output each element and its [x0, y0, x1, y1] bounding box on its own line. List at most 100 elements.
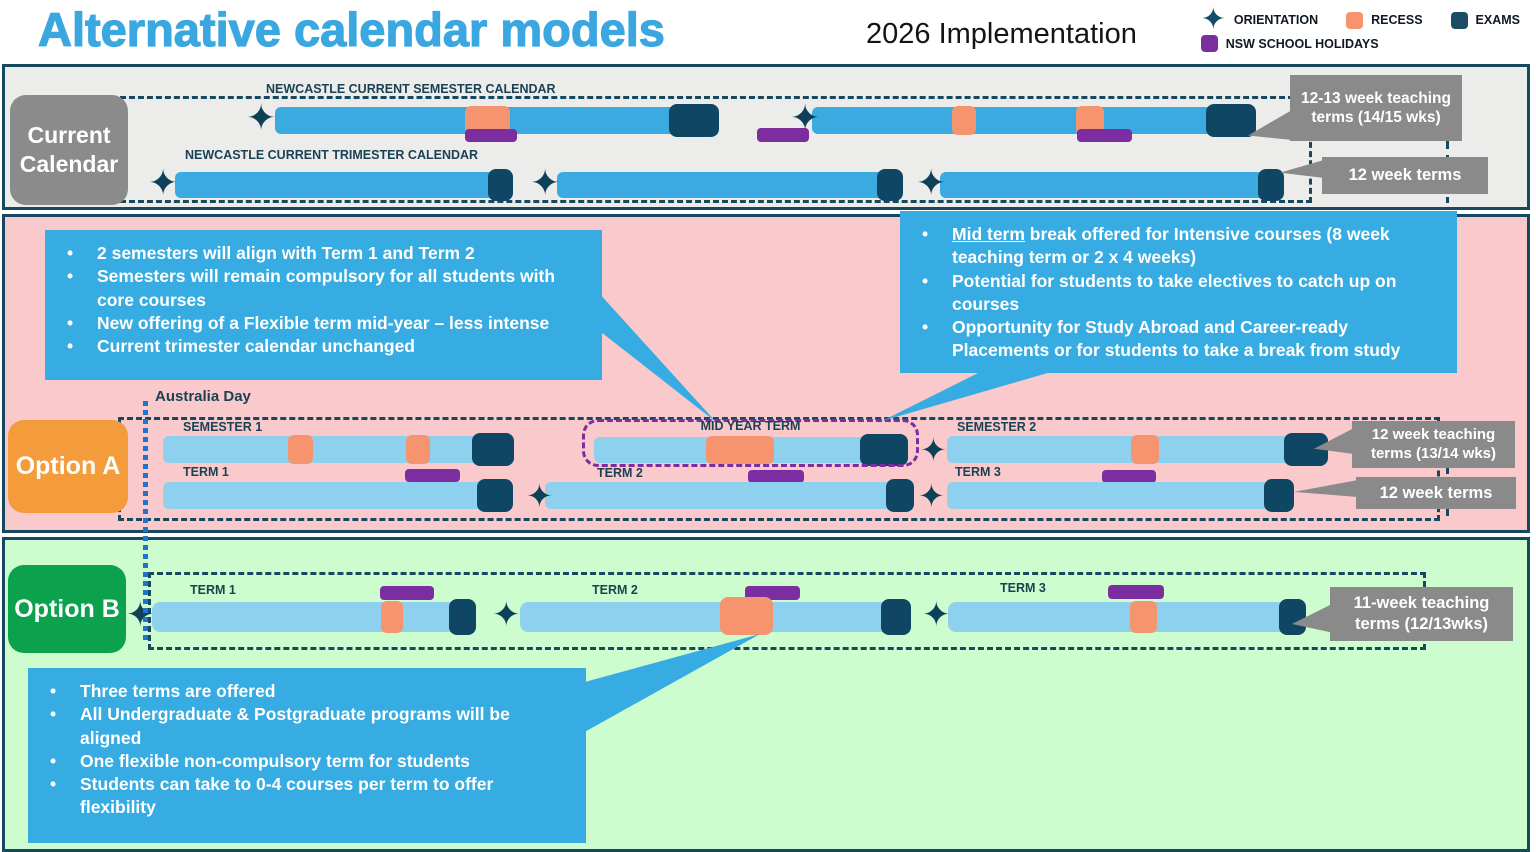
subtitle: 2026 Implementation — [866, 18, 1137, 50]
orientation-star-icon: ✦ — [530, 162, 561, 203]
orientation-star-icon: ✦ — [916, 162, 947, 203]
note-bullet: Opportunity for Study Abroad and Career-… — [900, 316, 1443, 363]
exams-segment — [477, 479, 513, 512]
semester-1-label: SEMESTER 1 — [183, 420, 263, 434]
australia-day-label: Australia Day — [155, 388, 251, 405]
semester-1-current-bar — [275, 104, 719, 137]
option-b-badge: Option B — [8, 565, 126, 653]
note-bullet: 2 semesters will align with Term 1 and T… — [45, 242, 588, 266]
semester-2-bar — [947, 433, 1328, 466]
note-bullet: Mid term break offered for Intensive cou… — [900, 223, 1443, 270]
exams-segment — [886, 479, 914, 512]
term-3-bar — [947, 479, 1294, 512]
exams-segment — [881, 599, 911, 635]
legend: ✦ ORIENTATION RECESS EXAMS NSW SCHOOL HO… — [1200, 3, 1520, 52]
exams-segment — [877, 169, 903, 201]
note-bullet: Potential for students to take electives… — [900, 270, 1443, 317]
trimester-3-bar — [940, 169, 1284, 201]
exams-segment — [1206, 104, 1256, 137]
trimester-2-bar — [557, 169, 903, 201]
recess-segment — [406, 435, 430, 464]
nsw-holidays-block — [380, 586, 434, 600]
recess-swatch-icon — [1346, 11, 1364, 29]
exams-segment — [1258, 169, 1284, 201]
australia-day-line — [143, 401, 148, 642]
exams-segment — [669, 104, 719, 137]
note-bullet: Current trimester calendar unchanged — [45, 335, 588, 359]
note-bullet: Three terms are offered — [28, 680, 572, 704]
orientation-star-icon: ✦ — [922, 596, 951, 634]
trimester-1-bar — [175, 169, 513, 201]
semester-2-current-bar — [812, 104, 1256, 137]
nsw-holidays-block — [405, 469, 460, 482]
option-b-notes: Three terms are offered All Undergraduat… — [28, 668, 586, 843]
nsw-holidays-block — [1077, 129, 1132, 142]
orientation-star-icon: ✦ — [918, 478, 945, 514]
exams-segment — [860, 434, 908, 466]
legend-recess-label: RECESS — [1371, 13, 1423, 27]
orientation-star-icon: ✦ — [126, 596, 155, 634]
semester-1-bar — [163, 433, 514, 466]
term-3-label: TERM 3 — [1000, 581, 1046, 595]
nsw-holidays-swatch-icon — [1200, 35, 1218, 52]
term-1-label: TERM 1 — [183, 465, 229, 479]
legend-nsw-holidays-label: NSW SCHOOL HOLIDAYS — [1225, 36, 1379, 51]
term-1-bar — [152, 599, 476, 635]
term-3-bar — [948, 599, 1306, 635]
exams-segment — [1264, 479, 1294, 512]
orientation-star-icon: ✦ — [246, 97, 277, 138]
orientation-star-icon: ✦ — [1200, 3, 1226, 36]
mid-year-term-bar — [594, 434, 908, 466]
legend-exams-label: EXAMS — [1475, 13, 1520, 27]
legend-row-2: NSW SCHOOL HOLIDAYS — [1200, 35, 1520, 52]
recess-segment — [706, 436, 774, 464]
option-a-teaching-callout: 12 week teaching terms (13/14 wks) — [1352, 421, 1515, 468]
nsw-holidays-block — [748, 470, 804, 483]
exams-segment — [449, 599, 476, 635]
semester-2-label: SEMESTER 2 — [957, 420, 1037, 434]
recess-segment — [1131, 435, 1159, 464]
note-bullet: All Undergraduate & Postgraduate program… — [28, 703, 572, 750]
term-1-label: TERM 1 — [190, 583, 236, 597]
mid-term-underlined: Mid term — [952, 224, 1025, 244]
current-calendar-badge: Current Calendar — [10, 95, 128, 205]
semester-calendar-title: NEWCASTLE CURRENT SEMESTER CALENDAR — [262, 82, 560, 96]
exams-segment — [472, 433, 514, 466]
term-2-bar — [545, 479, 914, 512]
page-title: Alternative calendar models — [37, 2, 665, 56]
exams-segment — [488, 169, 513, 201]
trimester-calendar-title: NEWCASTLE CURRENT TRIMESTER CALENDAR — [181, 148, 483, 162]
nsw-holidays-block — [1108, 585, 1164, 599]
term-1-bar — [163, 479, 513, 512]
legend-row-1: ✦ ORIENTATION RECESS EXAMS — [1200, 3, 1520, 36]
orientation-star-icon: ✦ — [526, 478, 553, 514]
exams-segment — [1279, 599, 1306, 635]
nsw-holidays-block — [1102, 470, 1156, 483]
nsw-holidays-block — [757, 128, 809, 142]
nsw-holidays-block — [465, 129, 517, 142]
mid-year-term-label: MID YEAR TERM — [700, 419, 801, 433]
mid-year-term-outline — [582, 419, 919, 467]
semester-weeks-callout: 12-13 week teaching terms (14/15 wks) — [1290, 75, 1462, 141]
note-bullet: One flexible non-compulsory term for stu… — [28, 750, 572, 774]
orientation-star-icon: ✦ — [492, 596, 521, 634]
note-bullet: Semesters will remain compulsory for all… — [45, 265, 588, 312]
term-2-bar — [520, 597, 911, 635]
recess-segment — [381, 601, 403, 633]
recess-segment — [288, 435, 313, 464]
option-a-terms-callout: 12 week terms — [1356, 477, 1516, 509]
note-bullet: New offering of a Flexible term mid-year… — [45, 312, 588, 336]
option-a-notes-left: 2 semesters will align with Term 1 and T… — [45, 230, 602, 380]
legend-orientation-label: ORIENTATION — [1233, 13, 1319, 27]
trimester-weeks-callout: 12 week terms — [1322, 157, 1488, 194]
orientation-star-icon: ✦ — [920, 432, 947, 468]
term-3-label: TERM 3 — [955, 465, 1001, 479]
recess-segment — [1130, 601, 1157, 633]
recess-segment — [952, 106, 976, 135]
nsw-holidays-block — [745, 586, 800, 600]
option-a-notes-right: Mid term break offered for Intensive cou… — [900, 211, 1457, 373]
option-b-teaching-callout: 11-week teaching terms (12/13wks) — [1330, 587, 1513, 641]
orientation-star-icon: ✦ — [790, 97, 821, 138]
term-2-label: TERM 2 — [592, 583, 638, 597]
